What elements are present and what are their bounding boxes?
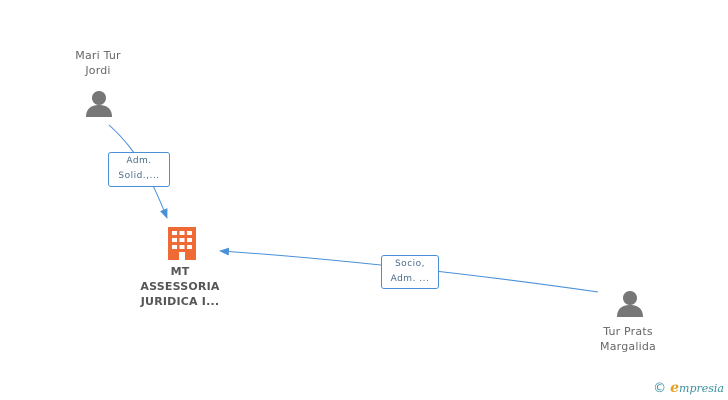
edge-label-line: Adm. — [126, 156, 152, 166]
person-name-line: Margalida — [600, 340, 656, 353]
edge-label-socio-adm[interactable]: Socio, Adm. ... — [381, 255, 439, 289]
edge-label-line: Solid.,... — [118, 171, 160, 181]
company-name-line: JURIDICA I... — [140, 295, 220, 308]
brand-e-letter: e — [670, 380, 680, 396]
person-icon[interactable] — [617, 291, 643, 317]
person-name-line: Jordi — [85, 64, 111, 77]
person-icon[interactable] — [86, 91, 112, 117]
building-icon[interactable] — [168, 227, 196, 260]
company-label-mt-assessoria[interactable]: MT ASSESSORIA JURIDICA I... — [120, 264, 240, 309]
person-label-tur-prats-margalida[interactable]: Tur Prats Margalida — [578, 324, 678, 354]
company-name-line: MT — [170, 265, 190, 278]
person-name-line: Tur Prats — [603, 325, 653, 338]
brand-text: mpresia — [679, 381, 724, 395]
empresia-logo: © e mpresia — [653, 379, 724, 397]
edge-label-line: Adm. ... — [390, 274, 430, 284]
edge-label-line: Socio, — [394, 259, 426, 269]
edge-label-adm-solid[interactable]: Adm. Solid.,... — [108, 152, 170, 187]
copyright-icon: © — [653, 380, 667, 396]
person-name-line: Mari Tur — [75, 49, 121, 62]
person-label-mari-tur-jordi[interactable]: Mari Tur Jordi — [48, 48, 148, 78]
company-name-line: ASSESSORIA — [140, 280, 220, 293]
